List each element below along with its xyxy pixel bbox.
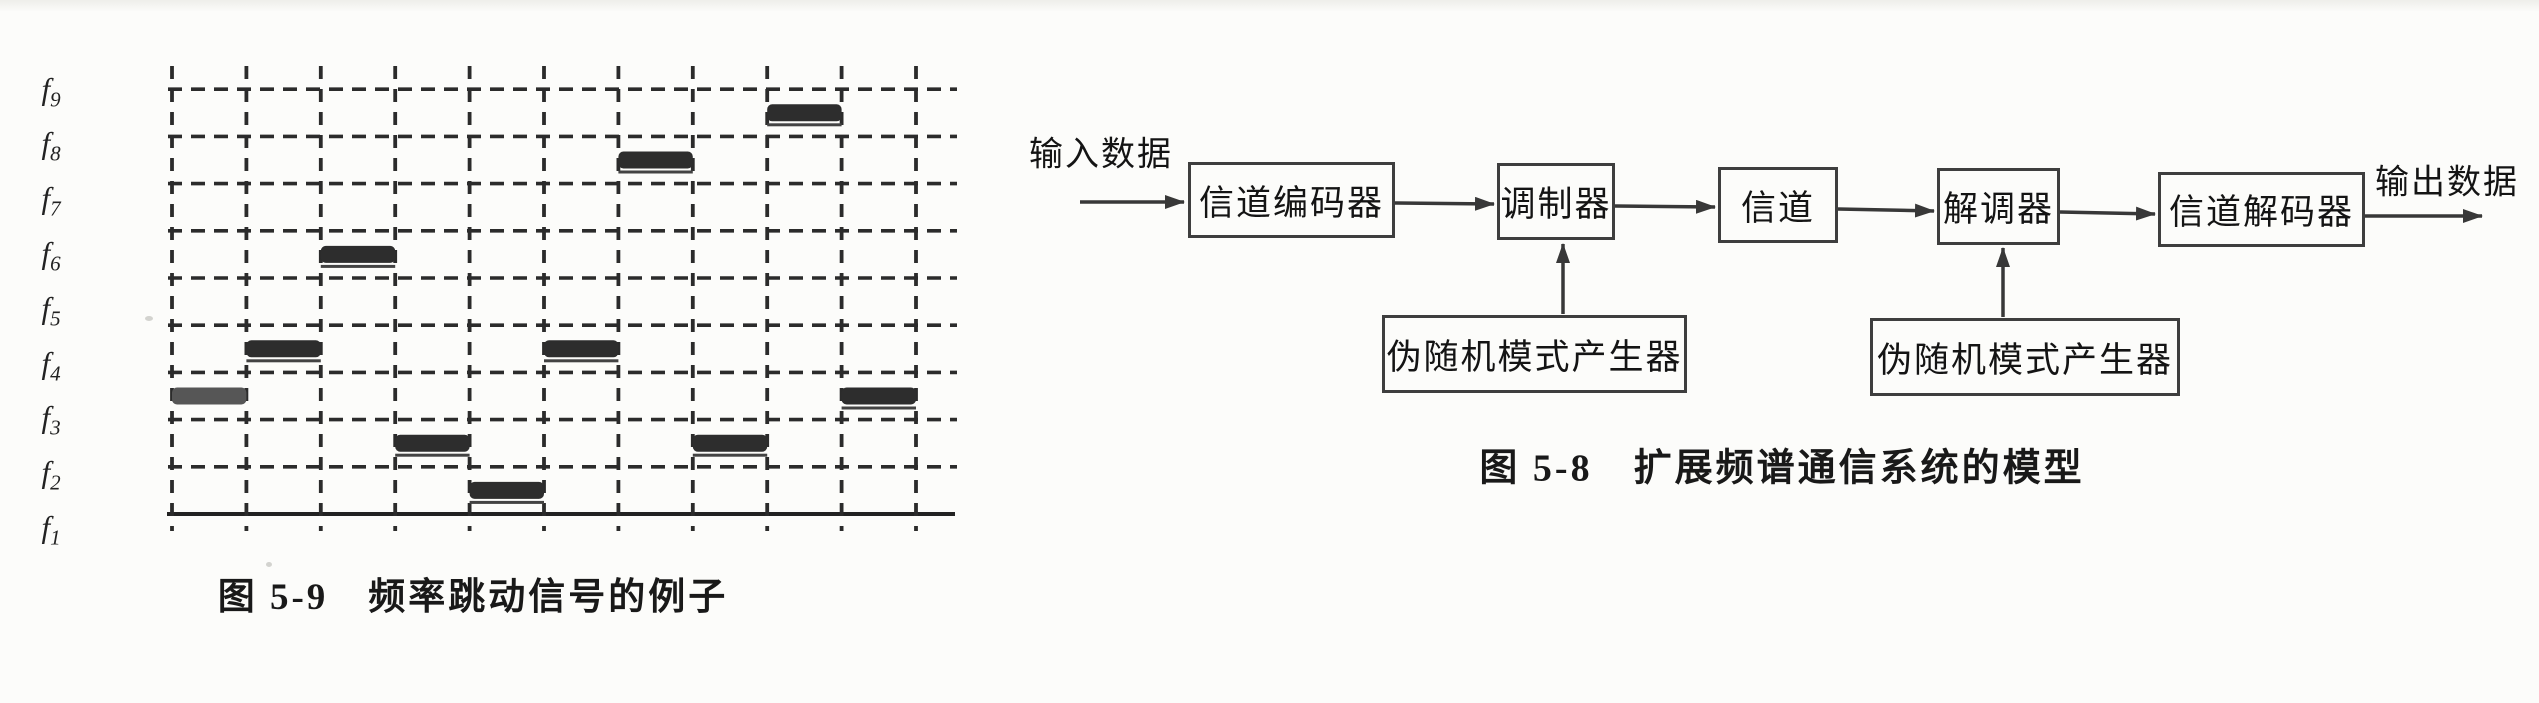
flow-arrow <box>2059 206 2156 221</box>
y-axis-label: f5 <box>41 290 61 331</box>
hop-bar-underline <box>767 123 842 127</box>
flow-arrow <box>1614 199 1716 214</box>
flow-arrow <box>1837 203 1935 218</box>
hop-bar <box>544 340 619 358</box>
hop-bar <box>841 387 916 405</box>
block-pn-generator-2: 伪随机模式产生器 <box>1870 318 2180 396</box>
y-axis-label: f6 <box>41 235 61 276</box>
scan-speck <box>145 316 153 321</box>
block-modulator: 调制器 <box>1497 163 1615 240</box>
block-label: 信道 <box>1740 188 1815 228</box>
block-label: 伪随机模式产生器 <box>1876 340 2173 380</box>
figure-5-9-caption: 图 5-9 频率跳动信号的例子 <box>217 577 729 618</box>
input-data-label: 输入数据 <box>1029 136 1173 174</box>
block-label: 信道编码器 <box>1198 183 1384 223</box>
hop-bar <box>172 387 247 405</box>
y-axis-label: f2 <box>41 454 61 495</box>
hop-bar-underline <box>395 453 470 457</box>
y-axis-label: f9 <box>41 71 61 112</box>
flow-arrow <box>1394 196 1495 211</box>
y-axis-label: f3 <box>41 399 61 440</box>
hop-bar <box>692 434 768 452</box>
hop-bar <box>246 340 321 358</box>
hop-bar-underline <box>841 406 916 410</box>
block-channel: 信道 <box>1718 167 1838 243</box>
block-label: 信道解码器 <box>2168 193 2354 232</box>
hop-bar-underline <box>246 359 321 363</box>
y-axis-label: f7 <box>41 180 61 221</box>
block-label: 伪随机模式产生器 <box>1386 337 1683 377</box>
hop-bar-underline <box>692 453 768 457</box>
block-label: 调制器 <box>1500 185 1612 224</box>
hop-bar-underline <box>618 170 693 174</box>
block-channel-decoder: 信道解码器 <box>2158 172 2365 247</box>
y-axis-label: f4 <box>41 345 61 386</box>
y-axis-label: f8 <box>41 125 61 166</box>
hop-bar <box>395 434 470 452</box>
hop-bar <box>618 151 693 169</box>
output-data-label: 输出数据 <box>2375 164 2519 202</box>
hop-bar <box>767 104 842 122</box>
hop-bar <box>469 481 544 499</box>
hop-bar <box>320 245 396 263</box>
scan-speck <box>266 562 272 567</box>
block-demodulator: 解调器 <box>1937 168 2060 245</box>
hop-bar-underline <box>469 500 544 504</box>
block-label: 解调器 <box>1942 190 2054 229</box>
y-axis-label: f1 <box>41 509 61 550</box>
hop-bar-underline <box>320 264 396 268</box>
hop-bar-underline <box>544 359 619 363</box>
block-channel-encoder: 信道编码器 <box>1188 162 1395 238</box>
block-pn-generator-1: 伪随机模式产生器 <box>1382 315 1687 393</box>
figure-5-8-caption: 图 5-8 扩展频谱通信系统的模型 <box>1479 447 2085 490</box>
